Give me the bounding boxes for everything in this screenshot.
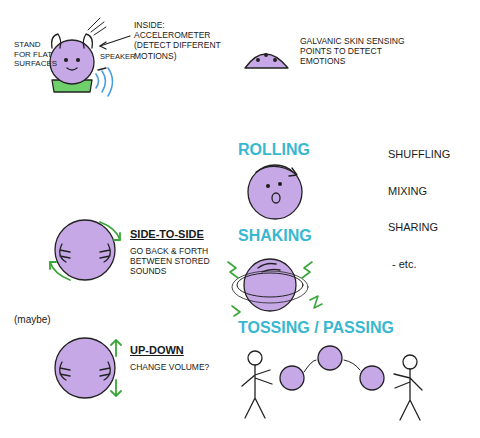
- motion-heading: ROLLING: [238, 140, 328, 159]
- motion-item: - etc.: [392, 258, 452, 271]
- motion-item: SHARING: [388, 221, 468, 234]
- part-note: INSIDE: ACCELEROMETER (DETECT DIFFERENT …: [134, 20, 230, 61]
- motion-heading: SHAKING: [238, 226, 328, 245]
- motion-heading: SIDE-TO-SIDE: [130, 228, 230, 241]
- motion-item: MIXING: [388, 185, 468, 198]
- motion-note: GO BACK & FORTH BETWEEN STORED SOUNDS: [130, 246, 230, 277]
- motion-heading: UP-DOWN: [130, 344, 220, 357]
- motion-heading: TOSSING / PASSING: [238, 318, 438, 337]
- motion-item: SHUFFLING: [388, 148, 468, 161]
- part-note: GALVANIC SKIN SENSING POINTS TO DETECT E…: [300, 36, 410, 67]
- part-label: STAND FOR FLAT SURFACES: [14, 40, 58, 69]
- motion-note: CHANGE VOLUME?: [130, 362, 220, 372]
- note: (maybe): [14, 314, 74, 326]
